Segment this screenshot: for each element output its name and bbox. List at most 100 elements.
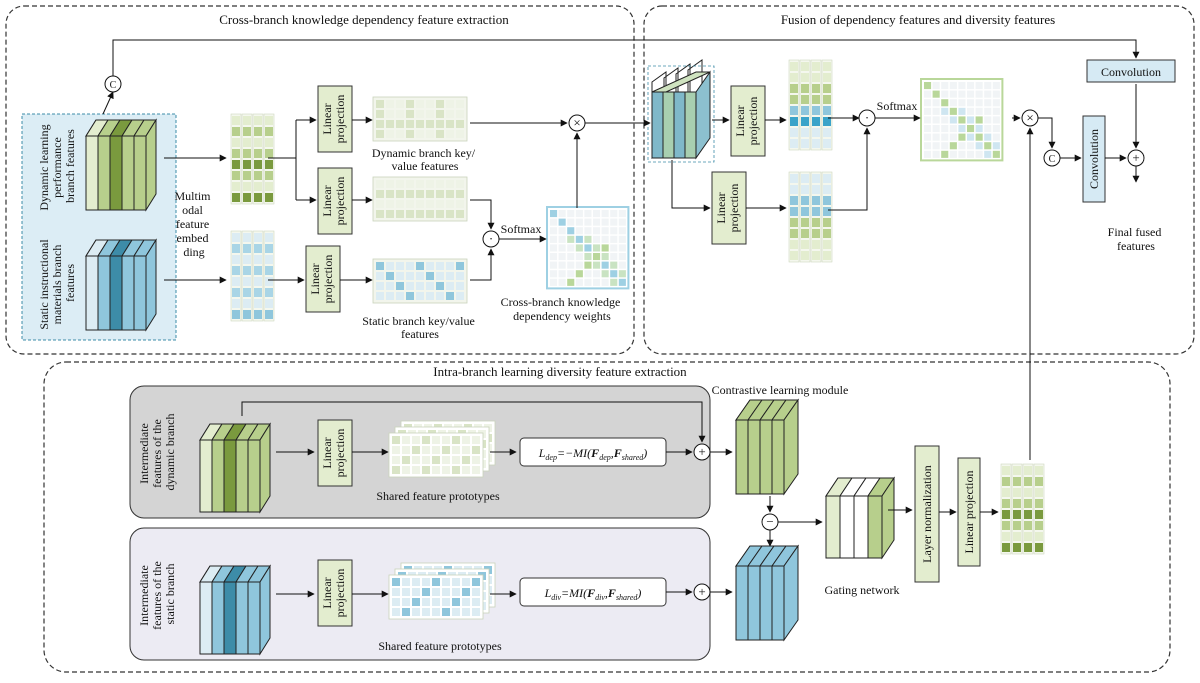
connectors (102, 39, 1140, 598)
proto-cell (452, 456, 460, 464)
grid-cell (436, 120, 444, 128)
attn-cell (584, 227, 592, 235)
matrix-cell (232, 182, 240, 191)
attn-cell (550, 218, 558, 226)
attn-cell (550, 253, 558, 261)
cube-slice (825, 495, 841, 559)
matrix-cell (232, 299, 240, 308)
cube-slice (247, 439, 261, 513)
cube-slice (109, 255, 123, 331)
matrix-cell (790, 174, 798, 183)
proto-cell (432, 588, 440, 596)
matrix-cell (243, 138, 251, 147)
grid-cell (416, 180, 424, 188)
attn-cell (932, 125, 940, 133)
linear-projection-label: Linearprojection (733, 97, 760, 146)
attn-cell (992, 82, 1000, 90)
attn-cell (941, 125, 949, 133)
attn-cell (949, 90, 957, 98)
grid-cell (396, 100, 404, 108)
matrix-cell (823, 117, 831, 126)
matrix-cell (232, 277, 240, 286)
grid-cell (396, 292, 404, 300)
grid-cell (436, 272, 444, 280)
grid-cell (376, 110, 384, 118)
minus-op-gating: − (761, 513, 779, 531)
attn-cell (975, 116, 983, 124)
matrix-cell (801, 240, 809, 249)
grid-cell (446, 282, 454, 290)
attn-cell (984, 82, 992, 90)
proto-cell (422, 436, 430, 444)
grid-cell (446, 292, 454, 300)
proto-cell (432, 608, 440, 616)
attn-cell (967, 90, 975, 98)
intra-branch-region (43, 361, 1171, 673)
grid-cell (426, 130, 434, 138)
proto-cell (462, 446, 470, 454)
matrix-cell (812, 139, 820, 148)
attn-cell (924, 133, 932, 141)
fusion-weights-map (920, 78, 1004, 162)
proto-cell (452, 608, 460, 616)
attn-cell (958, 125, 966, 133)
attn-cell (575, 235, 583, 243)
matrix-cell (254, 288, 262, 297)
attn-cell (610, 278, 618, 286)
layer-norm-label: Layer normalization (920, 465, 934, 563)
matrix-cell (790, 128, 798, 137)
matrix-cell (1035, 521, 1043, 530)
fusion-side (695, 70, 711, 160)
attn-cell (550, 278, 558, 286)
grid-cell (456, 190, 464, 198)
cube (825, 476, 895, 560)
matrix-column (810, 59, 822, 151)
matrix-cell (1024, 499, 1032, 508)
proto-cell (402, 456, 410, 464)
matrix-cell (1002, 466, 1010, 475)
proto-cell (392, 446, 400, 454)
matrix-cell (790, 251, 798, 260)
cube-slice (85, 255, 99, 331)
attn-cell (558, 253, 566, 261)
proto-cell (452, 466, 460, 474)
attn-cell (610, 253, 618, 261)
cube-slice (867, 495, 883, 559)
matrix-cell (254, 277, 262, 286)
matrix-cell (265, 182, 273, 191)
convolution-label-side: Convolution (1087, 129, 1101, 189)
matrix-cell (243, 288, 251, 297)
attn-cell (558, 227, 566, 235)
attn-cell (601, 235, 609, 243)
prototype-grids (388, 420, 496, 620)
matrix-cell (823, 251, 831, 260)
proto-cell (462, 578, 470, 586)
cube-slice (133, 135, 147, 211)
grid-cell (426, 262, 434, 270)
linear-projection-fusion-q (730, 85, 766, 157)
matrix-cell (243, 310, 251, 319)
attn-cell (958, 107, 966, 115)
attn-cell (984, 150, 992, 158)
matrix-cell (265, 277, 273, 286)
matrix-cell (243, 255, 251, 264)
attn-cell (593, 227, 601, 235)
matrix-cell (243, 182, 251, 191)
matrix-column (241, 230, 253, 322)
matrix-cell (823, 95, 831, 104)
proto-cell (422, 608, 430, 616)
matrix-cell (1035, 499, 1043, 508)
static-kv-grid (372, 258, 468, 304)
attn-cell (992, 99, 1000, 107)
matrix-column (788, 59, 800, 151)
cube-slice (121, 255, 135, 331)
grid-cell (446, 120, 454, 128)
attn-cell (593, 244, 601, 252)
attn-cell (924, 150, 932, 158)
proto-cell (422, 588, 430, 596)
proto-cell (392, 578, 400, 586)
grid-cell (436, 292, 444, 300)
attn-cell (958, 99, 966, 107)
grid-cell (416, 190, 424, 198)
